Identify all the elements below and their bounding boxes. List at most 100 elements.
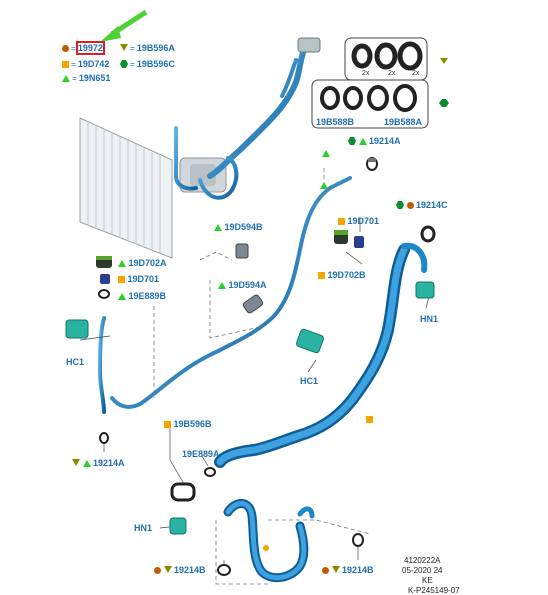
legend-row-3: = 19N651	[62, 73, 110, 83]
callout-19214C: 19214C	[396, 200, 448, 210]
square-orange-icon	[338, 218, 345, 225]
footer-line-2: 05-2020 24	[402, 566, 443, 575]
label-19214B-right[interactable]: 19214B	[342, 565, 374, 575]
bracket-HN1-bottom	[169, 517, 187, 535]
o-ring-19214A-bottom	[99, 432, 109, 444]
footer-line-3: KE	[422, 576, 433, 585]
square-orange-icon	[318, 272, 325, 279]
callout-19E889B: 19E889B	[118, 291, 166, 301]
triangle-green-icon	[118, 293, 126, 300]
hexagon-green-icon	[348, 137, 356, 145]
dot-orange-icon	[154, 567, 161, 574]
square-orange-icon	[366, 416, 373, 423]
label-19214B-left[interactable]: 19214B	[174, 565, 206, 575]
callout-19D702B: 19D702B	[318, 270, 366, 280]
legend-part-19N651[interactable]: 19N651	[78, 73, 111, 83]
label-HN1-bottom[interactable]: HN1	[134, 523, 153, 533]
callout-19E889A: 19E889A	[182, 449, 220, 459]
bracket-HN1-right	[415, 281, 435, 299]
upper-pipe	[174, 47, 307, 200]
o-ring-19214A-top	[366, 157, 378, 171]
label-19D701-left[interactable]: 19D701	[127, 274, 160, 284]
triangle-olive-icon	[163, 566, 172, 573]
label-19214C[interactable]: 19214C	[416, 200, 448, 210]
label-19214A-bottom[interactable]: 19214A	[93, 458, 125, 468]
gasket-19B596B	[170, 482, 196, 502]
legend-row-1b: = 19B596A	[120, 43, 175, 53]
square-orange-icon	[164, 421, 171, 428]
liquid-line	[97, 176, 352, 414]
label-19214A-top[interactable]: 19214A	[369, 136, 401, 146]
kit-qty-1: 2x	[362, 70, 370, 77]
square-orange-icon	[118, 276, 125, 283]
callout-19D701-left: 19D701	[118, 274, 159, 284]
label-19D594A[interactable]: 19D594A	[228, 280, 267, 290]
label-HC1-mid[interactable]: HC1	[300, 376, 319, 386]
compressor-block	[179, 157, 227, 193]
triangle-green-icon	[358, 138, 367, 145]
label-HC1-left[interactable]: HC1	[66, 357, 85, 367]
triangle-olive-icon	[72, 459, 80, 466]
label-19B588A[interactable]: 19B588A	[384, 117, 423, 127]
gasket-kit-1-triangle-icon	[440, 58, 448, 64]
callout-19D594B: 19D594B	[214, 222, 263, 232]
label-19B588B[interactable]: 19B588B	[316, 117, 355, 127]
legend-part-19B596A[interactable]: 19B596A	[136, 43, 175, 53]
callout-19214B-left: 19214B	[154, 565, 206, 575]
dot-orange-icon	[406, 202, 414, 209]
pipe-marker-dot-icon	[263, 545, 269, 551]
label-19D702B[interactable]: 19D702B	[327, 270, 366, 280]
triangle-green-icon	[82, 460, 91, 467]
triangle-green-icon	[218, 282, 226, 289]
footer-line-1: 4120222A	[404, 556, 441, 565]
pipe-fitting	[297, 37, 321, 53]
dot-orange-icon	[62, 45, 69, 52]
pointer-arrow-icon	[100, 9, 148, 42]
gasket-kit-2-hexagon-icon	[439, 99, 449, 107]
callout-19D702A: 19D702A	[118, 258, 167, 268]
main-hose	[214, 242, 428, 468]
legend-row-1: = 19972	[62, 41, 105, 55]
seal-19214C	[420, 225, 436, 243]
o-ring-19E889B	[98, 289, 110, 299]
legend-part-19972[interactable]: 19972	[75, 41, 105, 55]
callout-19B596B: 19B596B	[164, 419, 212, 429]
legend-row-2b: = 19B596C	[120, 59, 175, 69]
triangle-green-icon	[214, 224, 222, 231]
kit-qty-3: 2x	[412, 70, 420, 77]
callout-19D701-right: 19D701	[338, 216, 379, 226]
label-19E889B[interactable]: 19E889B	[128, 291, 167, 301]
square-orange-icon	[62, 61, 69, 68]
sensor-19D594A	[242, 294, 264, 314]
callout-19214B-right: 19214B	[322, 565, 374, 575]
bracket-HC1-left	[65, 319, 89, 339]
cap-19D702A	[96, 256, 112, 268]
lower-hose	[223, 499, 315, 583]
dot-orange-icon	[322, 567, 329, 574]
condenser	[79, 117, 173, 259]
leader-lines	[153, 166, 371, 585]
label-19B596B[interactable]: 19B596B	[173, 419, 212, 429]
hexagon-green-icon	[120, 60, 128, 68]
legend-part-19B596C[interactable]: 19B596C	[136, 59, 175, 69]
cap-19D702B	[334, 230, 348, 244]
sensor-19D594B	[235, 243, 249, 259]
callout-19214A-bottom: 19214A	[72, 458, 125, 468]
legend-part-19D742[interactable]: 19D742	[77, 59, 110, 69]
triangle-green-icon	[320, 182, 328, 189]
label-HN1-right[interactable]: HN1	[420, 314, 439, 324]
triangle-olive-icon	[331, 566, 340, 573]
label-19E889A[interactable]: 19E889A	[182, 449, 220, 459]
label-19D594B[interactable]: 19D594B	[224, 222, 263, 232]
triangle-green-icon	[118, 260, 126, 267]
valve-19D701-left	[100, 274, 110, 284]
label-19D702A[interactable]: 19D702A	[128, 258, 167, 268]
callout-19214A-top: 19214A	[348, 136, 401, 146]
triangle-olive-icon	[120, 44, 128, 51]
o-ring-19214B-left	[217, 564, 231, 576]
hexagon-green-icon	[396, 201, 404, 209]
bracket-HC1-mid	[295, 328, 325, 354]
label-19D701-right[interactable]: 19D701	[347, 216, 380, 226]
legend-row-2: = 19D742	[62, 59, 109, 69]
